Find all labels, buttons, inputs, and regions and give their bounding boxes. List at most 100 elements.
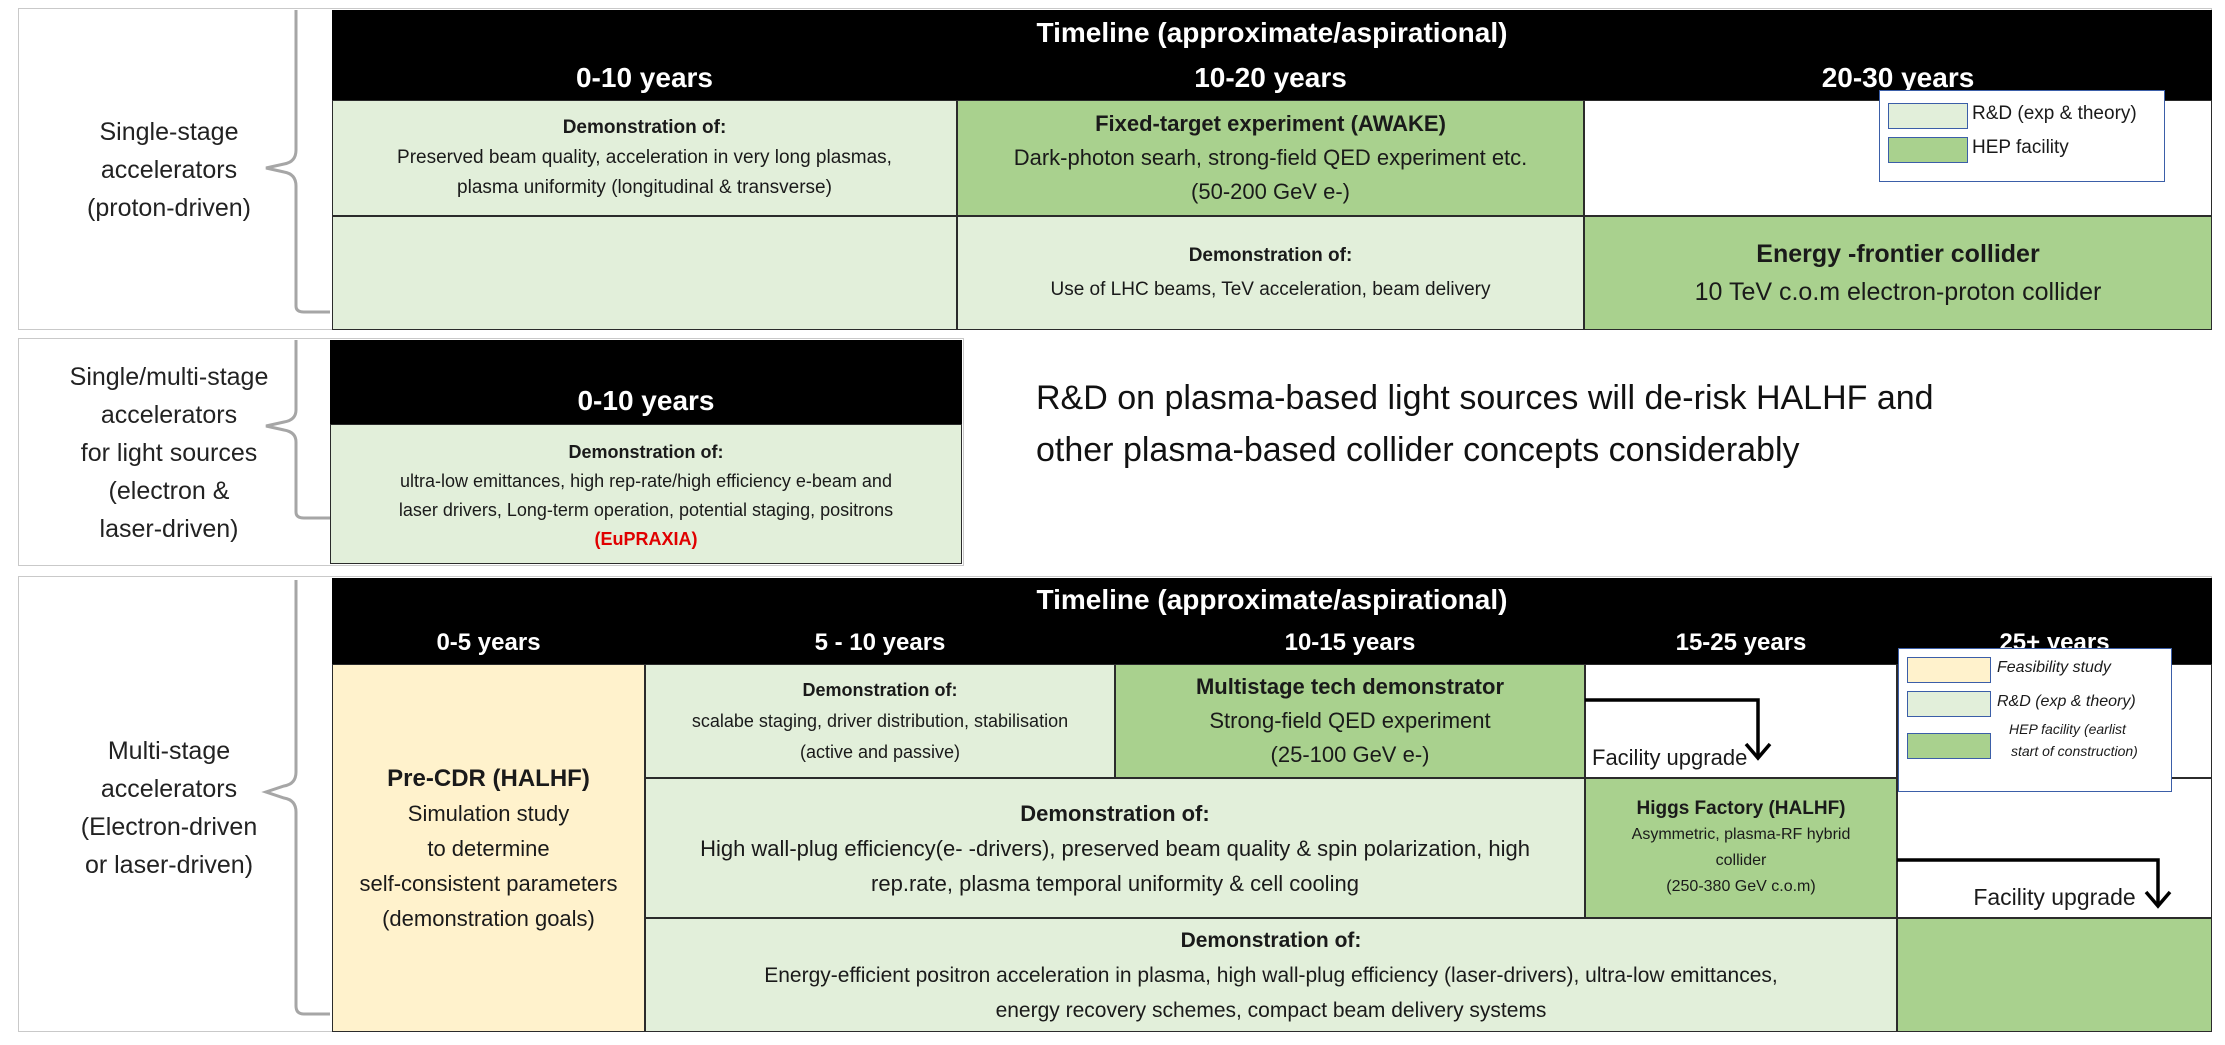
- cell-line: to determine: [427, 835, 550, 861]
- row-label-line: laser-driven): [99, 514, 239, 543]
- cell-demo-lhc-beams: Demonstration of: Use of LHC beams, TeV …: [957, 216, 1584, 330]
- legend-panel1: R&D (exp & theory) HEP facility: [1879, 90, 2165, 182]
- cell-line: Simulation study: [407, 800, 570, 826]
- cell-line: Strong-field QED experiment: [1209, 708, 1491, 733]
- row-label-line: Multi-stage: [107, 737, 231, 765]
- legend-label-hep: HEP facility (earlist: [2009, 721, 2126, 737]
- cell-hep-25-plus-row3: [1897, 918, 2212, 1032]
- cell-demo-light-sources: Demonstration of: ultra-low emittances, …: [330, 424, 962, 564]
- cell-heading: Pre-CDR (HALHF): [387, 764, 590, 792]
- column-header-0-10: 0-10 years: [332, 56, 957, 100]
- facility-upgrade-arrow-25-plus: [1897, 858, 2160, 904]
- cell-line: plasma uniformity (longitudinal & transv…: [457, 177, 832, 198]
- legend-label-rd: R&D (exp & theory): [1997, 693, 2136, 710]
- cell-line: Energy-efficient positron acceleration i…: [764, 963, 1778, 987]
- row-label-line: accelerators: [100, 775, 238, 803]
- row-label-line: (proton-driven): [87, 194, 251, 222]
- legend-swatch-hep: [1907, 733, 1991, 759]
- cell-line: energy recovery schemes, compact beam de…: [995, 998, 1547, 1022]
- cell-line: ultra-low emittances, high rep-rate/high…: [400, 471, 892, 491]
- cell-line: Preserved beam quality, acceleration in …: [397, 147, 892, 168]
- cell-line: 10 TeV c.o.m electron-proton collider: [1694, 278, 2102, 306]
- arrow-group: [1585, 698, 2172, 909]
- cell-line: scalabe staging, driver distribution, st…: [691, 710, 1069, 731]
- legend-panel3: Feasibility study R&D (exp & theory) HEP…: [1898, 648, 2172, 792]
- row-label-line: accelerators: [100, 400, 238, 429]
- facility-upgrade-label: Facility upgrade: [1973, 884, 2136, 910]
- cell-multistage-tech-demonstrator: Multistage tech demonstrator Strong-fiel…: [1115, 664, 1585, 778]
- cell-heading: Demonstration of:: [568, 442, 724, 462]
- note-line: R&D on plasma-based light sources will d…: [1036, 379, 1934, 417]
- legend-label-rd: R&D (exp & theory): [1972, 103, 2137, 124]
- legend-label-hep: start of construction): [2011, 743, 2138, 759]
- legend-label-hep: HEP facility: [1972, 137, 2069, 158]
- cell-heading: Demonstration of:: [562, 117, 727, 138]
- facility-upgrade-arrow-15-25: [1585, 698, 1760, 756]
- row-label-single-stage: Single-stage accelerators (proton-driven…: [30, 110, 308, 230]
- facility-upgrade-label: Facility upgrade: [1592, 745, 1748, 770]
- cell-pre-cdr-halhf: Pre-CDR (HALHF) Simulation study to dete…: [332, 664, 645, 1032]
- row-label-line: Single-stage: [99, 118, 239, 146]
- cell-line: (active and passive): [799, 741, 961, 762]
- legend-swatch-rd: [1888, 103, 1968, 129]
- cell-heading: Demonstration of:: [802, 679, 958, 700]
- timeline-title: Timeline (approximate/aspirational): [332, 10, 2212, 56]
- cell-heading: Energy -frontier collider: [1756, 240, 2040, 268]
- bracket-group: [261, 10, 330, 1016]
- cell-heading: Multistage tech demonstrator: [1195, 674, 1505, 699]
- facility-upgrade-arrow-head: [1744, 742, 1772, 761]
- cell-higgs-factory-halhf: Higgs Factory (HALHF) Asymmetric, plasma…: [1585, 778, 1897, 918]
- row-label-light-sources: Single/multi-stage accelerators for ligh…: [30, 355, 308, 550]
- bracket-light-sources: [265, 340, 330, 520]
- cell-line: (demonstration goals): [382, 905, 595, 931]
- row-label-line: accelerators: [100, 156, 238, 184]
- cell-line: rep.rate, plasma temporal uniformity & c…: [871, 870, 1359, 896]
- column-header-10-15: 10-15 years: [1115, 622, 1585, 664]
- column-header-10-20: 10-20 years: [957, 56, 1584, 100]
- cell-line: collider: [1715, 852, 1767, 869]
- eupraxia-label: (EuPRAXIA): [594, 529, 698, 549]
- legend-label-feasibility: Feasibility study: [1997, 659, 2111, 676]
- column-header-15-25: 15-25 years: [1585, 622, 1897, 664]
- legend-swatch-hep: [1888, 137, 1968, 163]
- row-label-multi-stage: Multi-stage accelerators (Electron-drive…: [30, 728, 308, 888]
- cell-heading: Demonstration of:: [1188, 245, 1353, 266]
- note-line: other plasma-based collider concepts con…: [1036, 431, 1800, 469]
- note-light-sources: R&D on plasma-based light sources will d…: [1036, 372, 2086, 482]
- cell-demo-wall-plug-efficiency: Demonstration of: High wall-plug efficie…: [645, 778, 1585, 918]
- bracket-multi-stage: [261, 580, 330, 1016]
- column-header-5-10: 5 - 10 years: [645, 622, 1115, 664]
- row-label-line: or laser-driven): [84, 851, 254, 879]
- row-label-line: (electron &: [108, 476, 230, 505]
- cell-line: Asymmetric, plasma-RF hybrid: [1631, 826, 1851, 843]
- bracket-single-stage: [265, 10, 330, 314]
- row-label-line: (Electron-driven: [80, 813, 258, 841]
- row-label-line: for light sources: [80, 438, 258, 467]
- cell-line: self-consistent parameters: [359, 870, 618, 896]
- cell-empty-0-10-row2: [332, 216, 957, 330]
- cell-line: (50-200 GeV e-): [1191, 179, 1350, 204]
- legend-swatch-feasibility: [1907, 657, 1991, 683]
- cell-facility-upgrade-15-25: Facility upgrade: [1585, 664, 1897, 778]
- row-label-line: Single/multi-stage: [69, 362, 269, 391]
- cell-demo-positron-acceleration: Demonstration of: Energy-efficient posit…: [645, 918, 1897, 1032]
- cell-demo-scalable-staging: Demonstration of: scalabe staging, drive…: [645, 664, 1115, 778]
- cell-line: Use of LHC beams, TeV acceleration, beam…: [1050, 279, 1491, 300]
- cell-heading: Higgs Factory (HALHF): [1636, 798, 1846, 819]
- timeline-title: Timeline (approximate/aspirational): [332, 578, 2212, 622]
- cell-fixed-target-awake: Fixed-target experiment (AWAKE) Dark-pho…: [957, 100, 1584, 216]
- column-header-0-10: 0-10 years: [330, 340, 962, 424]
- cell-line: (25-100 GeV e-): [1270, 742, 1430, 767]
- cell-energy-frontier-collider: Energy -frontier collider 10 TeV c.o.m e…: [1584, 216, 2212, 330]
- cell-line: (250-380 GeV c.o.m): [1666, 878, 1816, 895]
- cell-line: High wall-plug efficiency(e- -drivers), …: [700, 835, 1530, 861]
- cell-heading: Fixed-target experiment (AWAKE): [1095, 111, 1446, 136]
- cell-heading: Demonstration of:: [1180, 928, 1362, 952]
- legend-swatch-rd: [1907, 691, 1991, 717]
- column-header-0-5: 0-5 years: [332, 622, 645, 664]
- cell-line: Dark-photon searh, strong-field QED expe…: [1013, 145, 1528, 170]
- cell-line: laser drivers, Long-term operation, pote…: [398, 500, 894, 520]
- cell-demo-proton-0-10: Demonstration of: Preserved beam quality…: [332, 100, 957, 216]
- facility-upgrade-arrow-head: [2144, 890, 2172, 909]
